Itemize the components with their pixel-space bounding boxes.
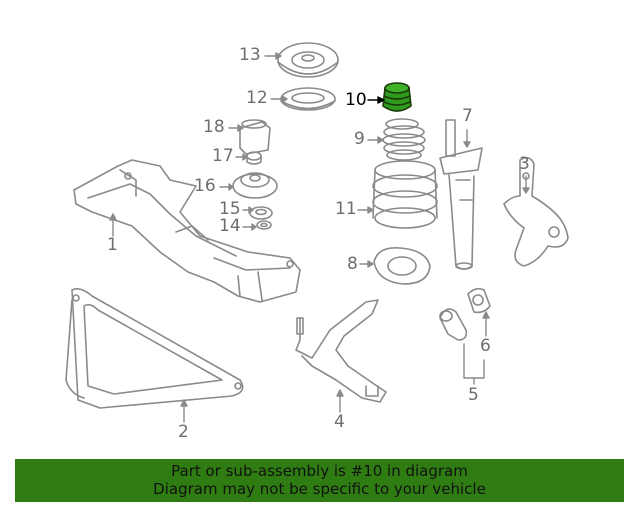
label-14: 14 — [219, 216, 241, 236]
part-13-upper-spring-pad — [277, 42, 339, 78]
part-7-strut — [439, 119, 483, 270]
part-14-washer — [256, 220, 272, 230]
part-11-coil-spring — [372, 160, 438, 229]
leader-lines — [109, 52, 530, 423]
part-8-lower-spring-pad — [373, 246, 431, 285]
part-3-steering-knuckle — [503, 156, 569, 267]
label-11: 11 — [335, 199, 357, 219]
part-1-crossmember — [73, 159, 301, 303]
part-10-bump-stop — [382, 82, 412, 112]
part-16-upper-mount — [232, 172, 278, 199]
banner-line-2: Diagram may not be specific to your vehi… — [153, 480, 486, 498]
label-15: 15 — [219, 199, 241, 219]
parts-diagram-svg — [65, 42, 569, 423]
label-4: 4 — [334, 412, 345, 432]
label-3: 3 — [519, 154, 530, 174]
part-9-dust-boot — [382, 118, 426, 161]
part-15-bearing — [249, 206, 273, 220]
banner-line-1: Part or sub-assembly is #10 in diagram — [171, 462, 468, 480]
part-5-bushing-bracket — [439, 308, 468, 341]
part-2-reinforcement-frame — [65, 288, 244, 409]
part-17-nut — [246, 151, 262, 165]
part-12-spring-seat — [280, 87, 336, 111]
label-9: 9 — [354, 129, 365, 149]
label-8: 8 — [347, 254, 358, 274]
label-10: 10 — [345, 90, 367, 110]
part-18-strut-mount — [239, 119, 271, 155]
label-13: 13 — [239, 45, 261, 65]
label-17: 17 — [212, 146, 234, 166]
label-7: 7 — [462, 106, 473, 126]
label-2: 2 — [178, 422, 189, 442]
label-16: 16 — [194, 176, 216, 196]
part-4-control-arm — [295, 299, 387, 403]
part-6-bushing — [467, 287, 491, 314]
label-12: 12 — [246, 88, 268, 108]
info-banner: Part or sub-assembly is #10 in diagram D… — [15, 459, 624, 502]
label-1: 1 — [107, 235, 118, 255]
label-6: 6 — [480, 336, 491, 356]
label-5: 5 — [468, 385, 479, 405]
parts-diagram: 13 12 10 9 7 3 18 17 16 15 14 11 8 1 2 4… — [65, 42, 569, 442]
label-18: 18 — [203, 117, 225, 137]
